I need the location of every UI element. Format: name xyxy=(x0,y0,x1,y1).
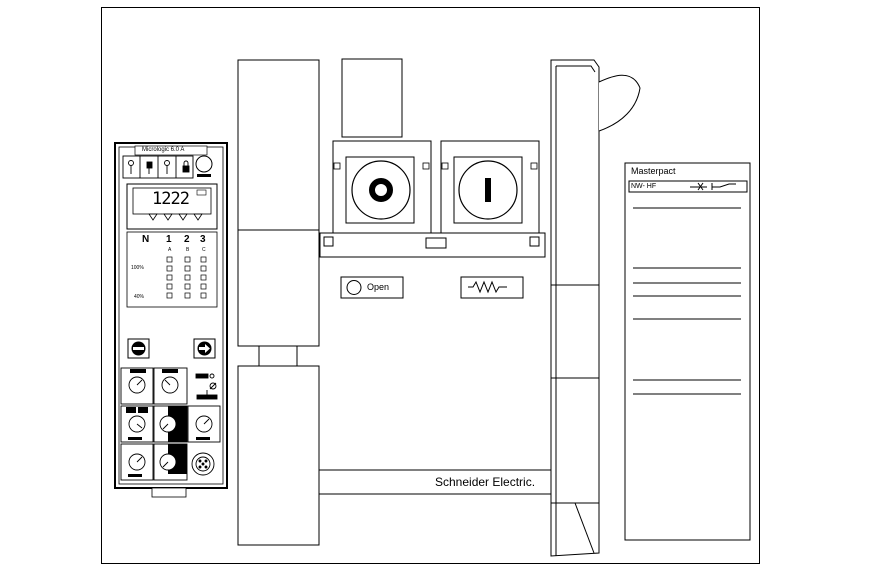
spring-charged-indicator xyxy=(460,276,524,299)
sub-header-a: A xyxy=(168,247,172,253)
display-arrows xyxy=(148,213,203,221)
brand-name: Schneider Electric. xyxy=(435,475,536,489)
nav-forward-button[interactable] xyxy=(193,338,216,359)
phase-header-2: 2 xyxy=(184,234,190,245)
test-button-base xyxy=(197,174,211,177)
open-status-indicator xyxy=(340,276,404,299)
battery-icon xyxy=(195,373,218,400)
sub-header-c: C xyxy=(202,247,206,253)
nav-back-button[interactable] xyxy=(127,338,150,359)
brand-bar xyxy=(319,469,551,495)
nameplate xyxy=(624,162,751,541)
sub-header-b: B xyxy=(186,247,190,253)
model-label-box xyxy=(134,145,208,156)
left-chassis-column xyxy=(237,59,320,546)
test-socket xyxy=(191,452,215,476)
phase-header-1: 1 xyxy=(166,234,172,245)
nameplate-model: NW- HF xyxy=(631,183,657,190)
setting-dials xyxy=(120,367,221,481)
top-accessory-box xyxy=(341,58,403,138)
close-pushbutton[interactable] xyxy=(440,140,540,234)
open-pushbutton[interactable] xyxy=(332,140,432,234)
charging-handle[interactable] xyxy=(598,74,641,132)
level-high-label: 100% xyxy=(131,265,144,271)
nameplate-title: Masterpact xyxy=(631,166,676,176)
indicator-leds xyxy=(166,256,207,299)
test-button[interactable] xyxy=(195,155,213,173)
trip-unit xyxy=(114,142,228,498)
lock-icons xyxy=(122,155,194,179)
lcd-value: 1222 xyxy=(152,189,190,209)
drawing-frame xyxy=(101,7,760,564)
level-low-label: 40% xyxy=(134,294,145,300)
connector-tab xyxy=(151,487,187,498)
phase-header-3: 3 xyxy=(200,234,206,245)
right-chassis-column xyxy=(550,59,600,557)
open-status-label: Open xyxy=(367,282,390,292)
phase-header-n: N xyxy=(142,234,150,245)
pushbutton-rail xyxy=(319,232,546,258)
trip-unit-model: Micrologic 6.0 A xyxy=(142,147,185,153)
